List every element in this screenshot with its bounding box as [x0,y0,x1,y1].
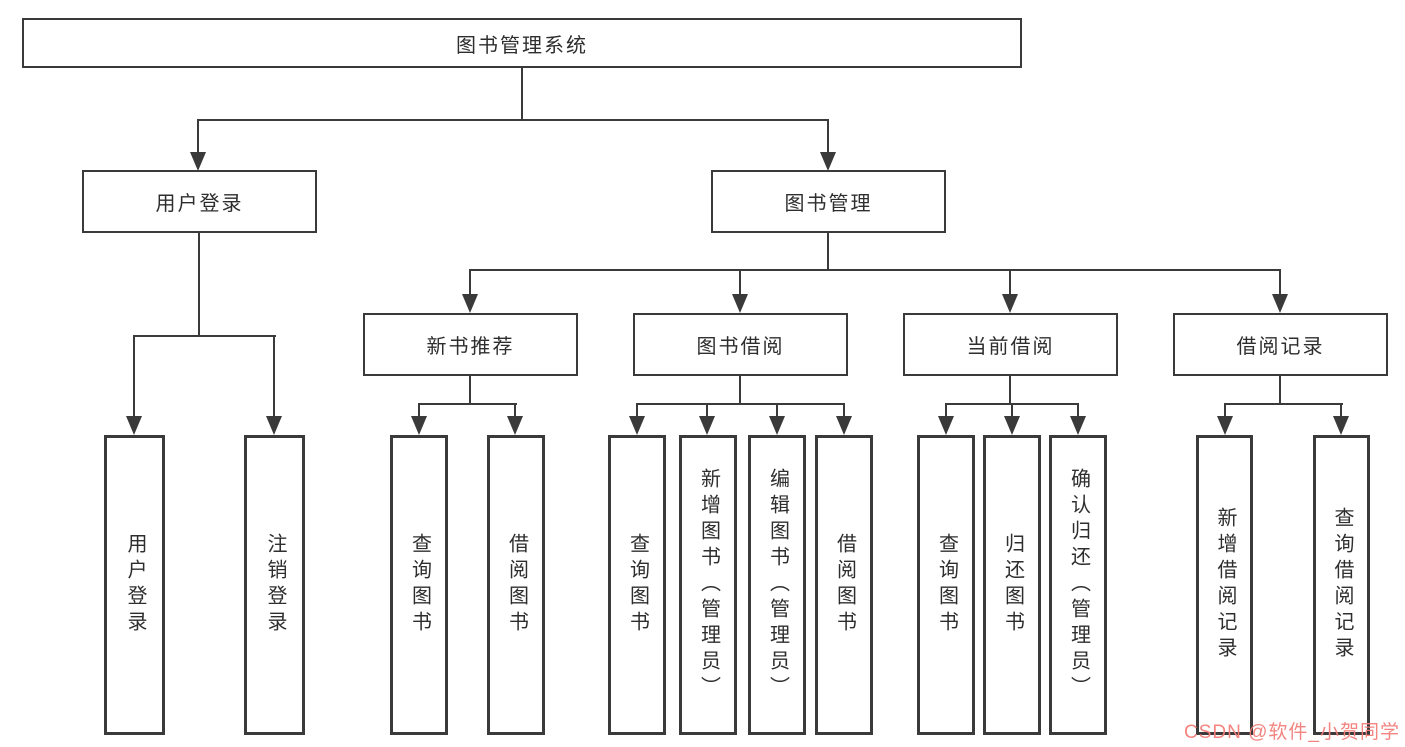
arrowhead-down-icon [266,416,282,435]
connector-stem [776,403,778,417]
connector-stem [514,403,516,417]
node-label: 查询图书 [935,533,958,637]
connector-stem [133,335,135,417]
connector-stem [1224,403,1226,417]
connector-stem [1340,403,1342,417]
arrowhead-down-icon [938,416,954,435]
connector-stem [418,403,420,417]
connector-stem [827,119,829,154]
connector-stem [273,335,275,417]
node-current-borrowing: 当前借阅 [903,313,1118,376]
arrowhead-down-icon [769,416,785,435]
connector-stem [706,403,708,417]
connector-stem [197,119,199,154]
arrowhead-down-icon [1070,416,1086,435]
arrowhead-down-icon [126,416,142,435]
arrowhead-down-icon [1217,416,1233,435]
connector-branch [1224,403,1343,405]
node-label: 借阅图书 [833,533,856,637]
arrowhead-down-icon [1333,416,1349,435]
connector-stem [1077,403,1079,417]
arrowhead-down-icon [1272,294,1288,313]
csdn-watermark: CSDN @软件_小贺同学 [1184,722,1400,743]
connector-branch [418,403,517,405]
arrowhead-down-icon [629,416,645,435]
arrowhead-down-icon [462,294,478,313]
connector-stub [1009,376,1011,405]
connector-branch [636,403,845,405]
connector-user-login-branch [133,335,276,337]
leaf-add-borrow-record: 新增借阅记录 [1196,435,1253,735]
leaf-logout: 注销登录 [244,435,305,735]
node-label: 归还图书 [1001,533,1024,637]
connector-stem [739,269,741,296]
leaf-edit-books-admin: 编辑图书（管理员） [748,435,806,735]
node-label: 图书管理系统 [456,34,588,57]
connector-stub [469,376,471,405]
leaf-borrow-books-recommend: 借阅图书 [487,435,545,735]
arrowhead-down-icon [699,416,715,435]
connector-stem [469,269,471,296]
node-label: 注销登录 [264,533,286,637]
leaf-query-books-recommend: 查询图书 [390,435,448,735]
connector-stem [1279,269,1281,296]
connector-root-stub [521,68,523,121]
arrowhead-down-icon [820,152,836,171]
connector-stem [1009,269,1011,296]
node-label: 当前借阅 [966,336,1055,358]
leaf-add-books-admin: 新增图书（管理员） [679,435,737,735]
node-label: 新增图书（管理员） [697,468,720,702]
node-library-management-system: 图书管理系统 [22,18,1022,68]
arrowhead-down-icon [1002,294,1018,313]
connector-stub [1279,376,1281,405]
node-label: 用户登录 [124,533,146,637]
connector-stem [945,403,947,417]
connector-stub [739,376,741,405]
connector-user-login-stub [198,233,200,337]
arrowhead-down-icon [411,416,427,435]
node-label: 查询借阅记录 [1331,507,1353,663]
node-label: 查询图书 [626,533,649,637]
node-new-book-recommendation: 新书推荐 [363,313,578,376]
leaf-confirm-return-admin: 确认归还（管理员） [1049,435,1107,735]
node-label: 编辑图书（管理员） [766,468,789,702]
node-label: 查询图书 [408,533,431,637]
connector-book-management-branch [469,269,1281,271]
node-book-management: 图书管理 [711,170,946,233]
node-label: 借阅记录 [1236,336,1325,358]
connector-root-branch [197,119,829,121]
node-label: 确认归还（管理员） [1067,468,1090,702]
node-label: 图书借阅 [696,336,785,358]
leaf-query-books-current: 查询图书 [917,435,975,735]
node-label: 图书管理 [784,193,873,215]
arrowhead-down-icon [190,152,206,171]
node-label: 新书推荐 [426,336,515,358]
arrowhead-down-icon [732,294,748,313]
leaf-user-login: 用户登录 [104,435,165,735]
arrowhead-down-icon [1004,416,1020,435]
node-label: 新增借阅记录 [1214,507,1236,663]
arrowhead-down-icon [836,416,852,435]
node-borrowing-records: 借阅记录 [1173,313,1388,376]
leaf-query-borrow-record: 查询借阅记录 [1313,435,1370,735]
node-label: 用户登录 [155,193,244,215]
node-user-login: 用户登录 [82,170,317,233]
arrowhead-down-icon [507,416,523,435]
connector-stem [636,403,638,417]
connector-stem [1011,403,1013,417]
connector-stem [843,403,845,417]
leaf-borrow-books: 借阅图书 [815,435,873,735]
node-book-borrowing: 图书借阅 [633,313,848,376]
connector-book-management-stub [827,233,829,271]
node-label: 借阅图书 [505,533,528,637]
leaf-return-books: 归还图书 [983,435,1041,735]
leaf-query-books-borrowing: 查询图书 [608,435,666,735]
